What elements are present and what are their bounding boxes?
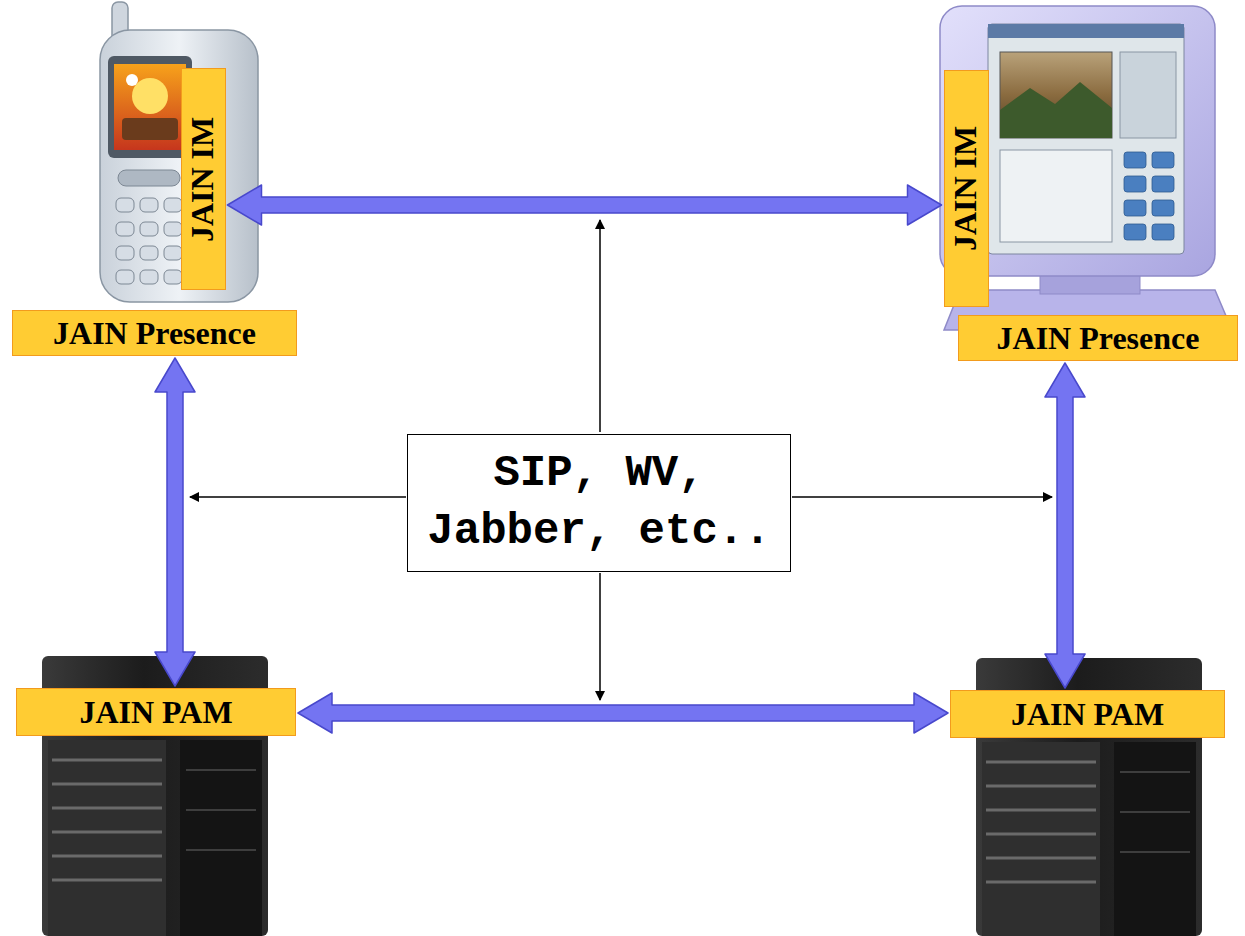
double-arrow — [228, 185, 942, 225]
component-name: JAIN PAM — [1011, 696, 1164, 733]
phone-picture — [100, 2, 258, 302]
component-name: JAIN IM — [948, 126, 985, 251]
component-name: JAIN PAM — [79, 694, 232, 731]
double-arrow — [298, 693, 948, 733]
protocol-box: SIP, WV, Jabber, etc.. — [407, 434, 791, 572]
component-label: JAIN PAM — [16, 688, 296, 736]
pointer-arrows — [190, 220, 1052, 700]
component-name: JAIN Presence — [53, 315, 256, 352]
protocol-text: SIP, WV, Jabber, etc.. — [418, 445, 780, 559]
monitor-picture — [940, 6, 1232, 330]
component-name: JAIN Presence — [997, 320, 1200, 357]
component-label: JAIN PAM — [950, 690, 1225, 738]
double-arrow — [155, 358, 195, 686]
double-arrow — [1045, 363, 1085, 688]
component-name: JAIN IM — [185, 116, 222, 241]
component-label: JAIN Presence — [958, 315, 1238, 361]
component-label: JAIN IM — [181, 68, 226, 290]
component-label: JAIN Presence — [12, 310, 297, 356]
component-label: JAIN IM — [944, 70, 989, 307]
